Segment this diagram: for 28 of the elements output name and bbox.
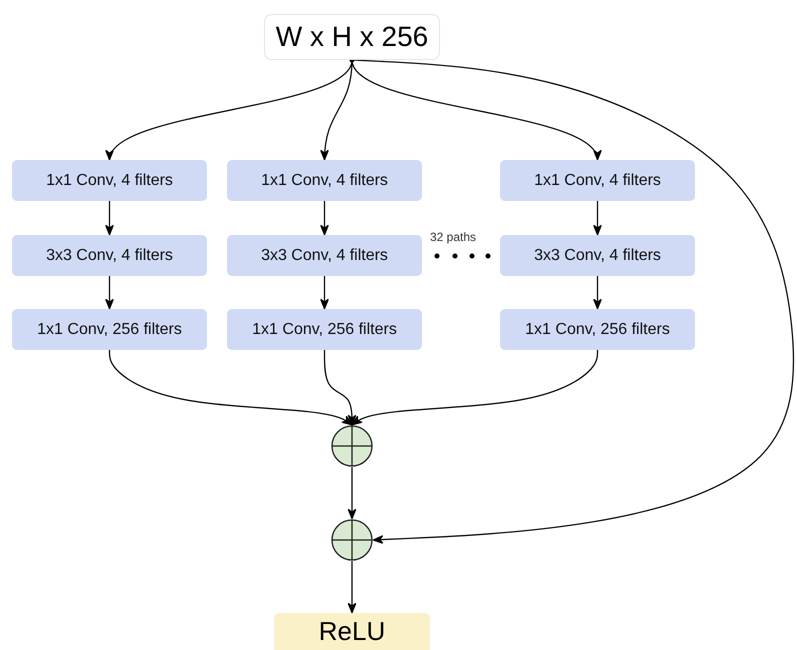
- conv-layer-box: 1x1 Conv, 256 filters: [12, 309, 207, 350]
- arrow: [352, 350, 598, 426]
- arrow: [324, 350, 356, 426]
- conv-layer-box: 1x1 Conv, 4 filters: [12, 160, 207, 201]
- conv-layer-box: 1x1 Conv, 256 filters: [500, 309, 695, 350]
- conv-layer-box: 1x1 Conv, 256 filters: [227, 309, 422, 350]
- input-shape-box: W x H x 256: [264, 14, 440, 60]
- arrow: [320, 201, 329, 236]
- arrow: [348, 561, 356, 614]
- sum-circle: [331, 425, 373, 467]
- conv-layer-box: 1x1 Conv, 4 filters: [500, 160, 695, 201]
- arrow: [351, 60, 598, 160]
- arrow: [348, 467, 356, 520]
- conv-layer-box: 3x3 Conv, 4 filters: [227, 235, 422, 276]
- sum-circle: [331, 519, 373, 561]
- arrow: [320, 276, 329, 310]
- arrow: [105, 201, 114, 236]
- conv-layer-box: 1x1 Conv, 4 filters: [227, 160, 422, 201]
- arrow: [593, 276, 602, 310]
- arrow: [352, 59, 794, 544]
- arrow: [593, 201, 602, 236]
- arrow: [105, 276, 114, 310]
- conv-layer-box: 3x3 Conv, 4 filters: [12, 235, 207, 276]
- relu-box: ReLU: [274, 613, 430, 650]
- path-count-label: 32 paths: [430, 230, 476, 244]
- conv-layer-box: 3x3 Conv, 4 filters: [500, 235, 695, 276]
- arrow: [108, 350, 352, 426]
- arrow: [108, 60, 353, 160]
